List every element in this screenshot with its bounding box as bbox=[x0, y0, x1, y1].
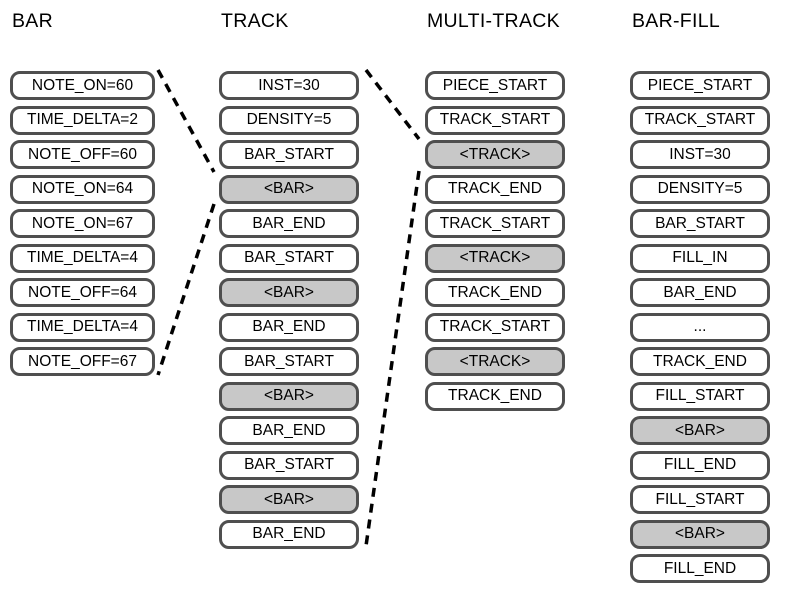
token-box: ... bbox=[630, 312, 770, 342]
token-box: TIME_DELTA=4 bbox=[10, 243, 155, 273]
token-box: BAR_START bbox=[219, 347, 359, 376]
token-box: NOTE_ON=64 bbox=[10, 174, 155, 204]
column-bar-fill-title: BAR-FILL bbox=[632, 10, 721, 32]
token-box: TIME_DELTA=4 bbox=[10, 312, 155, 342]
token-box: TRACK_START bbox=[630, 105, 770, 135]
token-box-placeholder: <TRACK> bbox=[425, 347, 565, 376]
column-track-title: TRACK bbox=[221, 10, 289, 32]
token-box: FILL_END bbox=[630, 554, 770, 583]
token-box-placeholder: <TRACK> bbox=[425, 140, 565, 169]
token-box-placeholder: <BAR> bbox=[219, 381, 359, 411]
token-box: INST=30 bbox=[630, 140, 770, 169]
token-box: BAR_END bbox=[630, 278, 770, 307]
column-multi-track-token-stack: PIECE_START TRACK_START <TRACK> TRACK_END TR… bbox=[425, 71, 565, 416]
column-multi-track-title: MULTI-TRACK bbox=[427, 10, 560, 32]
token-box: DENSITY=5 bbox=[219, 105, 359, 135]
token-box-placeholder: <TRACK> bbox=[425, 243, 565, 273]
token-box: BAR_END bbox=[219, 209, 359, 238]
token-box: BAR_START bbox=[219, 243, 359, 273]
token-box: FILL_IN bbox=[630, 243, 770, 273]
token-box: FILL_START bbox=[630, 485, 770, 514]
token-box: TRACK_START bbox=[425, 105, 565, 135]
token-box-placeholder: <BAR> bbox=[630, 416, 770, 445]
token-box-placeholder: <BAR> bbox=[630, 519, 770, 549]
connector-bar-top-to-track-bar-token bbox=[156, 69, 216, 173]
token-box: FILL_END bbox=[630, 450, 770, 480]
token-box-placeholder: <BAR> bbox=[219, 174, 359, 204]
token-box: TIME_DELTA=2 bbox=[10, 105, 155, 135]
token-box: NOTE_ON=67 bbox=[10, 209, 155, 238]
token-box: TRACK_START bbox=[425, 312, 565, 342]
token-box: NOTE_OFF=67 bbox=[10, 347, 155, 376]
token-box: BAR_START bbox=[630, 209, 770, 238]
token-box: TRACK_END bbox=[425, 381, 565, 411]
token-box: NOTE_ON=60 bbox=[10, 71, 155, 100]
token-box: INST=30 bbox=[219, 71, 359, 100]
token-box: TRACK_END bbox=[425, 174, 565, 204]
token-box: BAR_START bbox=[219, 450, 359, 480]
token-box: BAR_END bbox=[219, 519, 359, 549]
token-box: DENSITY=5 bbox=[630, 174, 770, 204]
token-box: BAR_START bbox=[219, 140, 359, 169]
token-box: TRACK_START bbox=[425, 209, 565, 238]
column-multi-track: MULTI-TRACK PIECE_START TRACK_START <TRACK… bbox=[425, 0, 565, 599]
connector-track-top-to-multitrack-track-token bbox=[364, 68, 421, 141]
token-box: BAR_END bbox=[219, 416, 359, 445]
column-bar-title: BAR bbox=[12, 10, 53, 32]
token-box: TRACK_END bbox=[630, 347, 770, 376]
token-box-placeholder: <BAR> bbox=[219, 485, 359, 514]
token-box-placeholder: <BAR> bbox=[219, 278, 359, 307]
token-box: BAR_END bbox=[219, 312, 359, 342]
token-box: PIECE_START bbox=[425, 71, 565, 100]
token-box: TRACK_END bbox=[425, 278, 565, 307]
token-box: FILL_START bbox=[630, 381, 770, 411]
token-box: NOTE_OFF=60 bbox=[10, 140, 155, 169]
connector-bar-bottom-to-track-bar-token bbox=[156, 203, 216, 376]
token-box: PIECE_START bbox=[630, 71, 770, 100]
connector-track-bottom-to-multitrack-track-token bbox=[364, 170, 421, 547]
token-box: NOTE_OFF=64 bbox=[10, 278, 155, 307]
